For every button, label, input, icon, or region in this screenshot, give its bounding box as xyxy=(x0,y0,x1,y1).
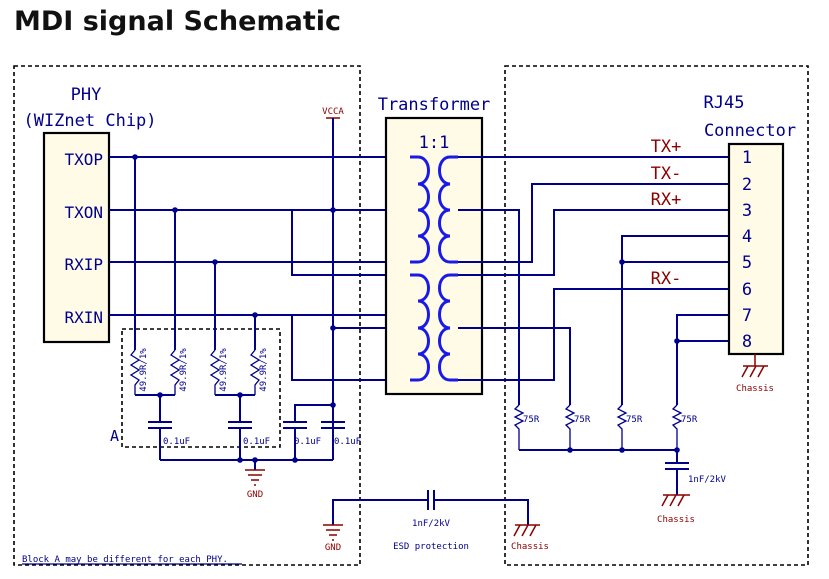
resistor-r1 xyxy=(129,349,141,395)
chassis-symbol-esd xyxy=(513,524,540,537)
rj45-connector xyxy=(727,142,785,356)
rj45-pin-5: 5 xyxy=(742,253,752,273)
transformer-body xyxy=(384,116,484,396)
net-ct-rx xyxy=(458,327,571,405)
gnd-symbol-2 xyxy=(323,524,343,541)
r3-value: 49.9R/1% xyxy=(219,348,229,392)
r1-value: 49.9R/1% xyxy=(139,348,149,392)
phy-chip xyxy=(42,131,111,344)
pin-rxip: RXIP xyxy=(64,255,103,274)
chassis-label-rj45: Chassis xyxy=(736,384,774,394)
rj45-subtitle: Connector xyxy=(704,121,796,141)
vcca-label: VCCA xyxy=(322,107,344,117)
net-pin6 xyxy=(458,288,729,381)
resistor-75r-1 xyxy=(513,404,525,450)
r75-value-4: 75R xyxy=(681,415,698,425)
chassis-label-esd: Chassis xyxy=(511,542,549,552)
chassis-cap-value: 1nF/2kV xyxy=(688,475,727,485)
signal-rx-plus: RX+ xyxy=(651,190,682,210)
gnd-symbol-1 xyxy=(245,469,265,486)
esd-label: ESD protection xyxy=(393,542,469,552)
r75-value-3: 75R xyxy=(626,415,643,425)
resistor-r3 xyxy=(209,349,221,395)
esd-right-wire xyxy=(434,499,529,525)
chassis-symbol-cap xyxy=(661,494,690,507)
r4-value: 49.9R/1% xyxy=(259,348,269,392)
junction-dots xyxy=(132,154,680,463)
r75-value-2: 75R xyxy=(574,415,591,425)
resistor-r4 xyxy=(249,349,261,395)
rj45-pin-8: 8 xyxy=(742,332,752,352)
rj45-pin-1: 1 xyxy=(742,148,752,168)
resistor-75r-2 xyxy=(564,404,576,450)
esd-cap-value: 1nF/2kV xyxy=(412,519,451,529)
net-ct-tx xyxy=(458,209,520,405)
resistor-r2 xyxy=(169,349,181,395)
pin-txon: TXON xyxy=(64,203,103,222)
rj45-pin-6: 6 xyxy=(742,280,752,300)
chassis-label-cap: Chassis xyxy=(657,515,695,525)
transformer-rx-coils xyxy=(410,273,458,382)
esd-left-wire xyxy=(332,499,428,525)
footnote: Block A may be different for each PHY. xyxy=(22,555,228,565)
net-rxin-b xyxy=(255,314,410,381)
phy-subtitle: (WIZnet Chip) xyxy=(23,111,156,131)
r2-value: 49.9R/1% xyxy=(179,348,189,392)
cd1-top xyxy=(294,404,333,422)
block-a-region xyxy=(121,328,281,448)
resistor-75r-4 xyxy=(671,404,683,450)
ca2-value: 0.1uF xyxy=(243,437,270,447)
signal-tx-plus: TX+ xyxy=(651,137,682,157)
connector-region xyxy=(504,65,809,566)
rj45-pin-7: 7 xyxy=(742,306,752,326)
signal-rx-minus: RX- xyxy=(651,269,682,289)
rj45-pin-2: 2 xyxy=(742,175,752,195)
net-pin4 xyxy=(621,235,729,405)
resistor-75r-3 xyxy=(616,404,628,450)
chassis-symbol-rj45 xyxy=(741,354,768,378)
phy-title: PHY xyxy=(71,85,102,105)
transformer-title: Transformer xyxy=(378,95,491,115)
block-a-label: A xyxy=(110,427,119,445)
transformer-ratio: 1:1 xyxy=(419,133,450,153)
net-pin3 xyxy=(458,209,729,276)
rj45-pin-4: 4 xyxy=(742,227,752,247)
gnd-label-1: GND xyxy=(247,490,263,500)
gnd-label-2: GND xyxy=(325,543,341,553)
net-pin2 xyxy=(458,183,729,263)
page-title: MDI signal Schematic xyxy=(14,6,341,37)
pin-rxin: RXIN xyxy=(64,308,103,327)
ca1-value: 0.1uF xyxy=(163,437,190,447)
pin-txop: TXOP xyxy=(64,150,103,169)
net-pin7 xyxy=(676,314,729,405)
cd1-value: 0.1uF xyxy=(294,437,321,447)
cd2-value: 0.1uF xyxy=(334,437,361,447)
signal-tx-minus: TX- xyxy=(651,164,682,184)
transformer-tx-coils xyxy=(410,155,458,264)
r75-value-1: 75R xyxy=(523,415,540,425)
rj45-title: RJ45 xyxy=(704,93,745,113)
rj45-pin-3: 3 xyxy=(742,201,752,221)
net-rxip-b xyxy=(291,262,410,276)
